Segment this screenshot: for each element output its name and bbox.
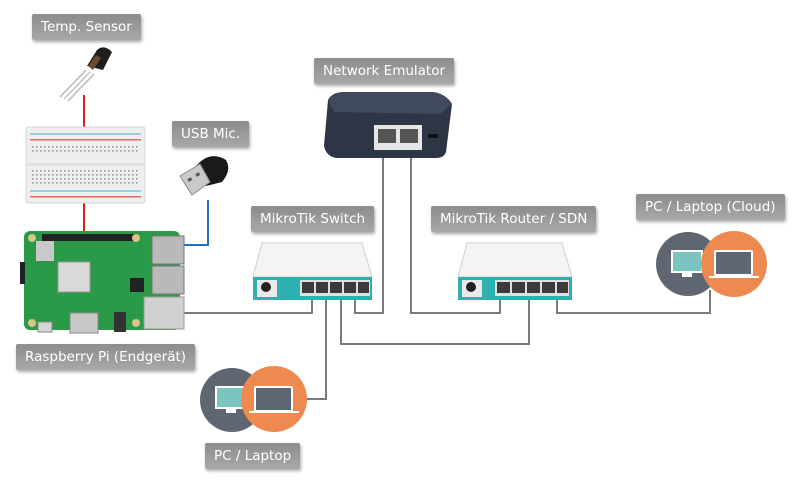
pc-laptop-icon — [200, 366, 307, 432]
edge-usb-mic-raspberry-pi — [184, 200, 209, 246]
breadboard-icon — [25, 126, 146, 204]
label-pc-laptop-cloud: PC / Laptop (Cloud) — [636, 194, 785, 220]
edge-switch-network-emulator — [354, 140, 384, 314]
label-raspberry-pi: Raspberry Pi (Endgerät) — [16, 344, 196, 370]
label-usb-mic: USB Mic. — [172, 121, 250, 147]
edge-switch-router — [340, 290, 530, 345]
raspberry-pi-icon — [20, 231, 185, 334]
router-device-icon — [457, 242, 573, 300]
edge-switch-pc-laptop — [305, 290, 327, 400]
label-mikrotik-switch: MikroTik Switch — [251, 206, 375, 232]
label-pc-laptop: PC / Laptop — [205, 443, 301, 469]
network-emulator-icon — [324, 92, 452, 158]
edge-network-emulator-router — [410, 140, 501, 314]
label-temp-sensor: Temp. Sensor — [32, 14, 141, 40]
pc-laptop-cloud-icon — [656, 231, 767, 297]
label-mikrotik-router: MikroTik Router / SDN — [431, 206, 597, 232]
temperature-sensor-icon — [59, 47, 112, 102]
switch-device-icon — [252, 242, 373, 300]
usb-microphone-icon — [179, 156, 229, 196]
label-network-emulator: Network Emulator — [314, 58, 455, 84]
edge-router-pc-laptop-cloud — [556, 290, 711, 314]
